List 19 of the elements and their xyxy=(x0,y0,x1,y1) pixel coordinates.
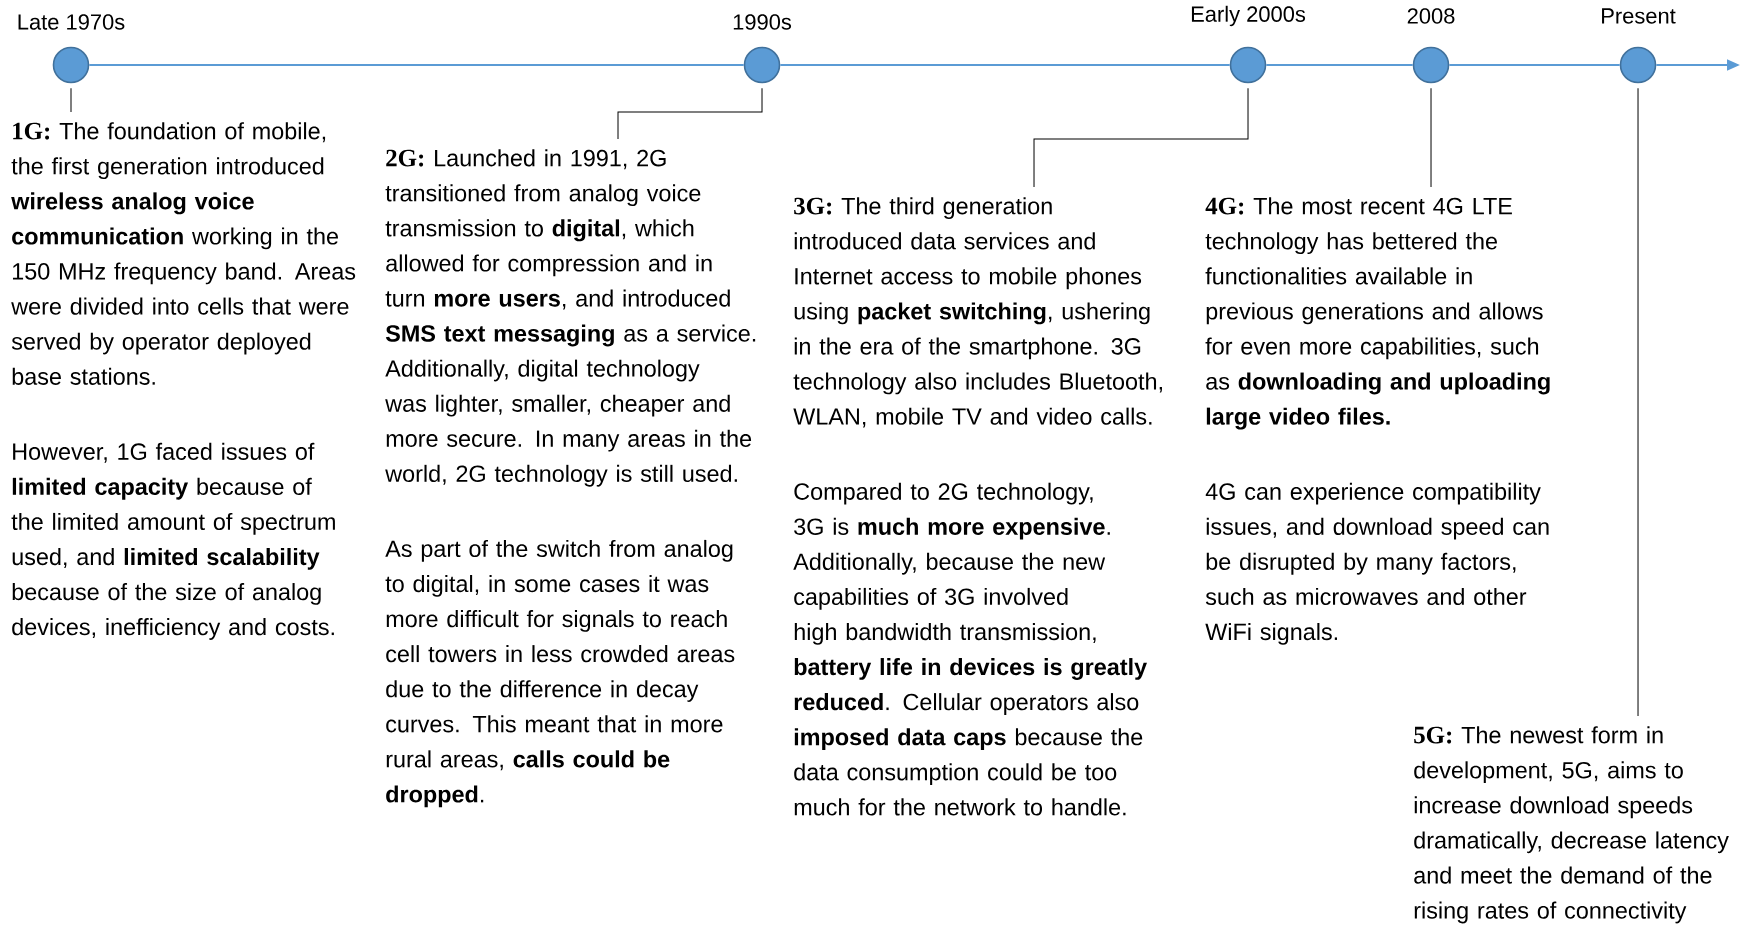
leader-line xyxy=(617,87,763,140)
description-text: 4G: The most recent 4G LTE technology has bettered the functionalities available in previous generations and allows for even more capabilities, such as downloading and uploading large video files. 4G can experience compatibility issues, and download speed can be disrupted by many factors, such as microwaves and other WiFi signals. xyxy=(1205,197,1550,645)
description-text: 2G: Launched in 1991, 2G transitioned from analog voice transmission to digital, which allowed for compression and in turn more users, and introduced SMS text messaging as a service. Additionally, digital technology was lighter, smaller, cheaper and more secure. In many areas in the world, 2G technology is still used. As part of the switch from analog to digital, in some cases it was more difficult for signals to reach cell towers in less crowded areas due to the difference in decay curves. This meant that in more rural areas, calls could be dropped. xyxy=(385,149,756,808)
description-text: 5G: The newest form in development, 5G, aims to increase download speeds dramatically, decrease latency and meet the demand of the rising rates of connectivity xyxy=(1414,726,1729,924)
description-text: 1G: The foundation of mobile, the first generation introduced wireless analog voice communication working in the 150 MHz frequency band. Areas were divided into cells that were served by operator deployed base stations. However, 1G faced issues of limited capacity because of the limited amount of spectrum used, and limited scalability because of the size of analog devices, inefficiency and costs. xyxy=(11,122,356,640)
leader-line xyxy=(1637,87,1639,717)
timeline-line xyxy=(780,63,1230,67)
description-text: 3G: The third generation introduced data services and Internet access to mobile phones using packet switching, ushering in the era of the smartphone. 3G technology also includes Bluetooth, WLAN, mobile TV and video calls. Compared to 2G technology, 3G is much more expensive. Additionally, because the new capabilities of 3G involved high bandwidth transmission, battery life in devices is greatly reduced. Cellular operators also imposed data caps because the data consumption could be too much for the network to handle. xyxy=(793,197,1162,816)
timeline-line xyxy=(89,63,744,67)
timeline-line xyxy=(1266,63,1413,67)
leader-line xyxy=(70,87,72,113)
year-label: Present xyxy=(1602,8,1676,24)
timeline-line xyxy=(1449,63,1620,67)
year-label: Early 2000s xyxy=(1191,5,1306,27)
year-label: 2008 xyxy=(1407,8,1455,24)
leader-line xyxy=(1033,87,1249,188)
leader-line xyxy=(1430,87,1432,188)
year-label: Late 1970s xyxy=(18,14,125,30)
year-label: 1990s xyxy=(733,14,792,30)
